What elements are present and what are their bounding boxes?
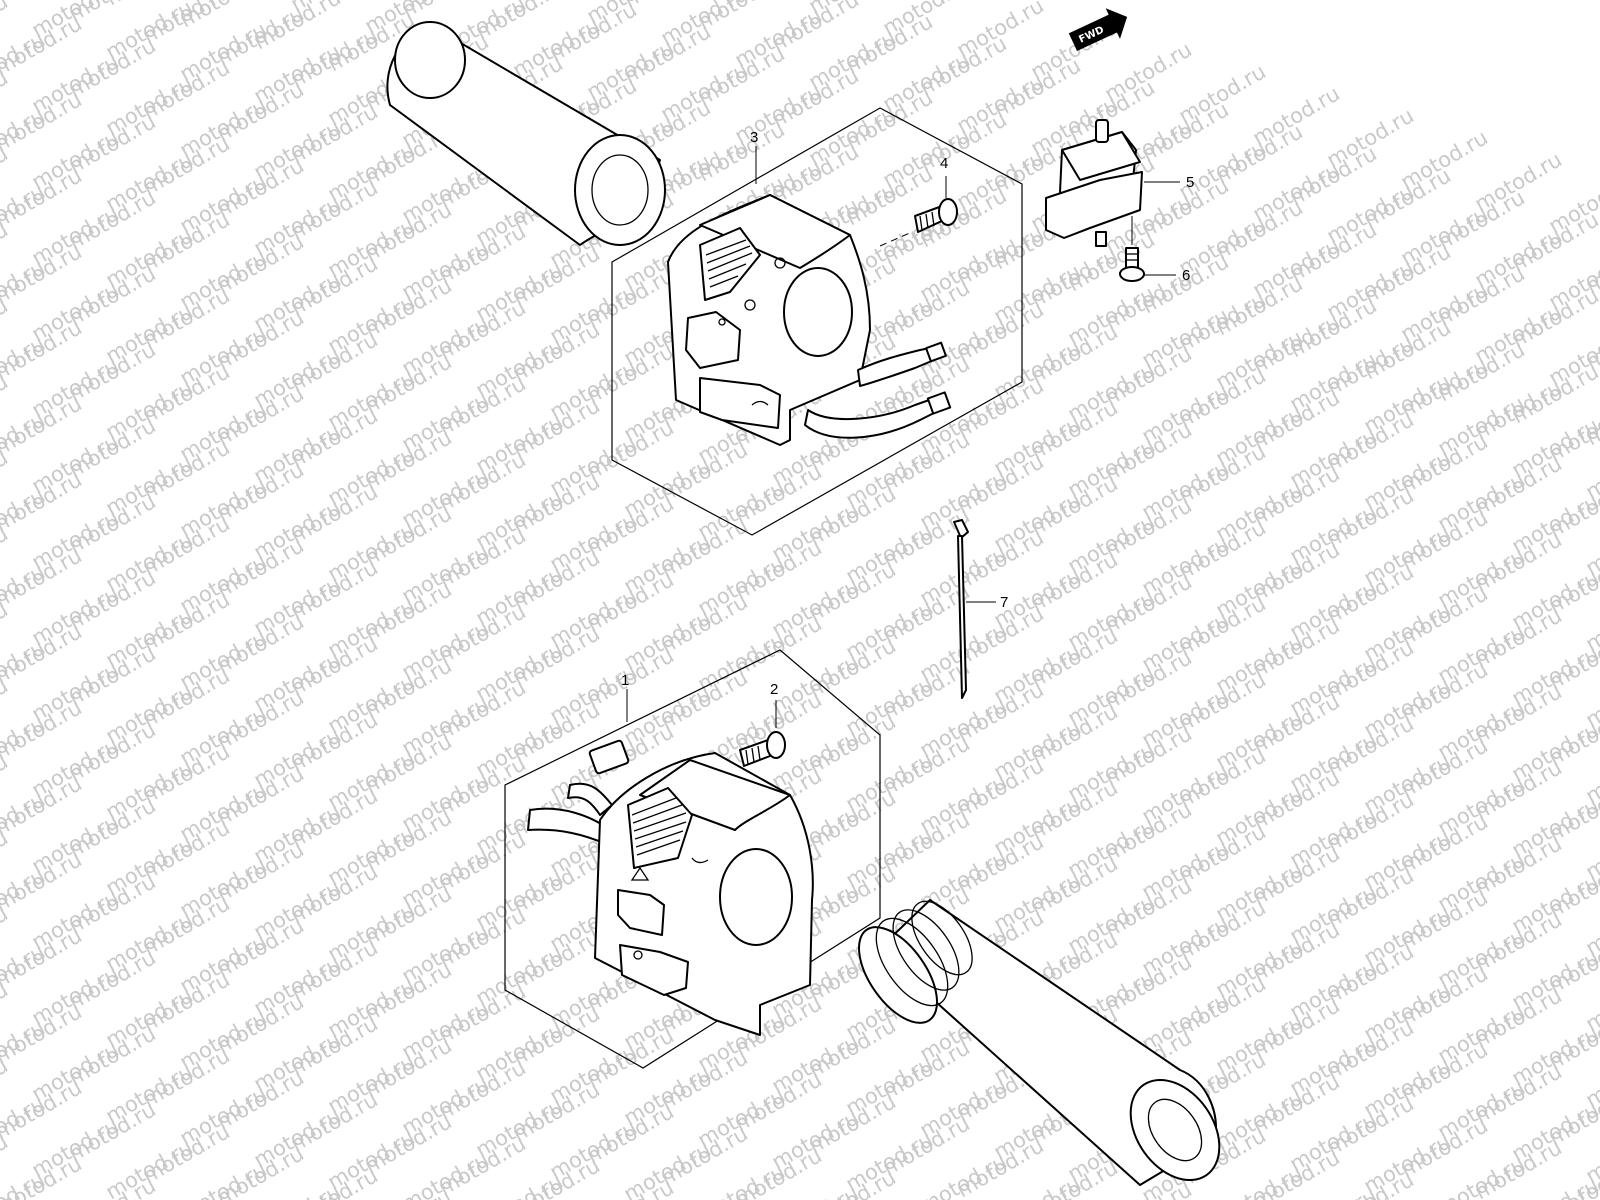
callout-4: 4: [940, 155, 948, 198]
callout-label-7: 7: [1000, 594, 1008, 611]
callout-1: 1: [621, 672, 629, 722]
callout-7: 7: [966, 594, 1008, 611]
callout-label-2: 2: [770, 681, 778, 698]
callout-label-3: 3: [750, 129, 758, 146]
callout-label-1: 1: [621, 672, 629, 689]
callout-label-5: 5: [1186, 174, 1194, 191]
callout-label-4: 4: [940, 155, 948, 172]
callout-5: 5: [1144, 174, 1194, 191]
callout-label-6: 6: [1182, 267, 1190, 284]
